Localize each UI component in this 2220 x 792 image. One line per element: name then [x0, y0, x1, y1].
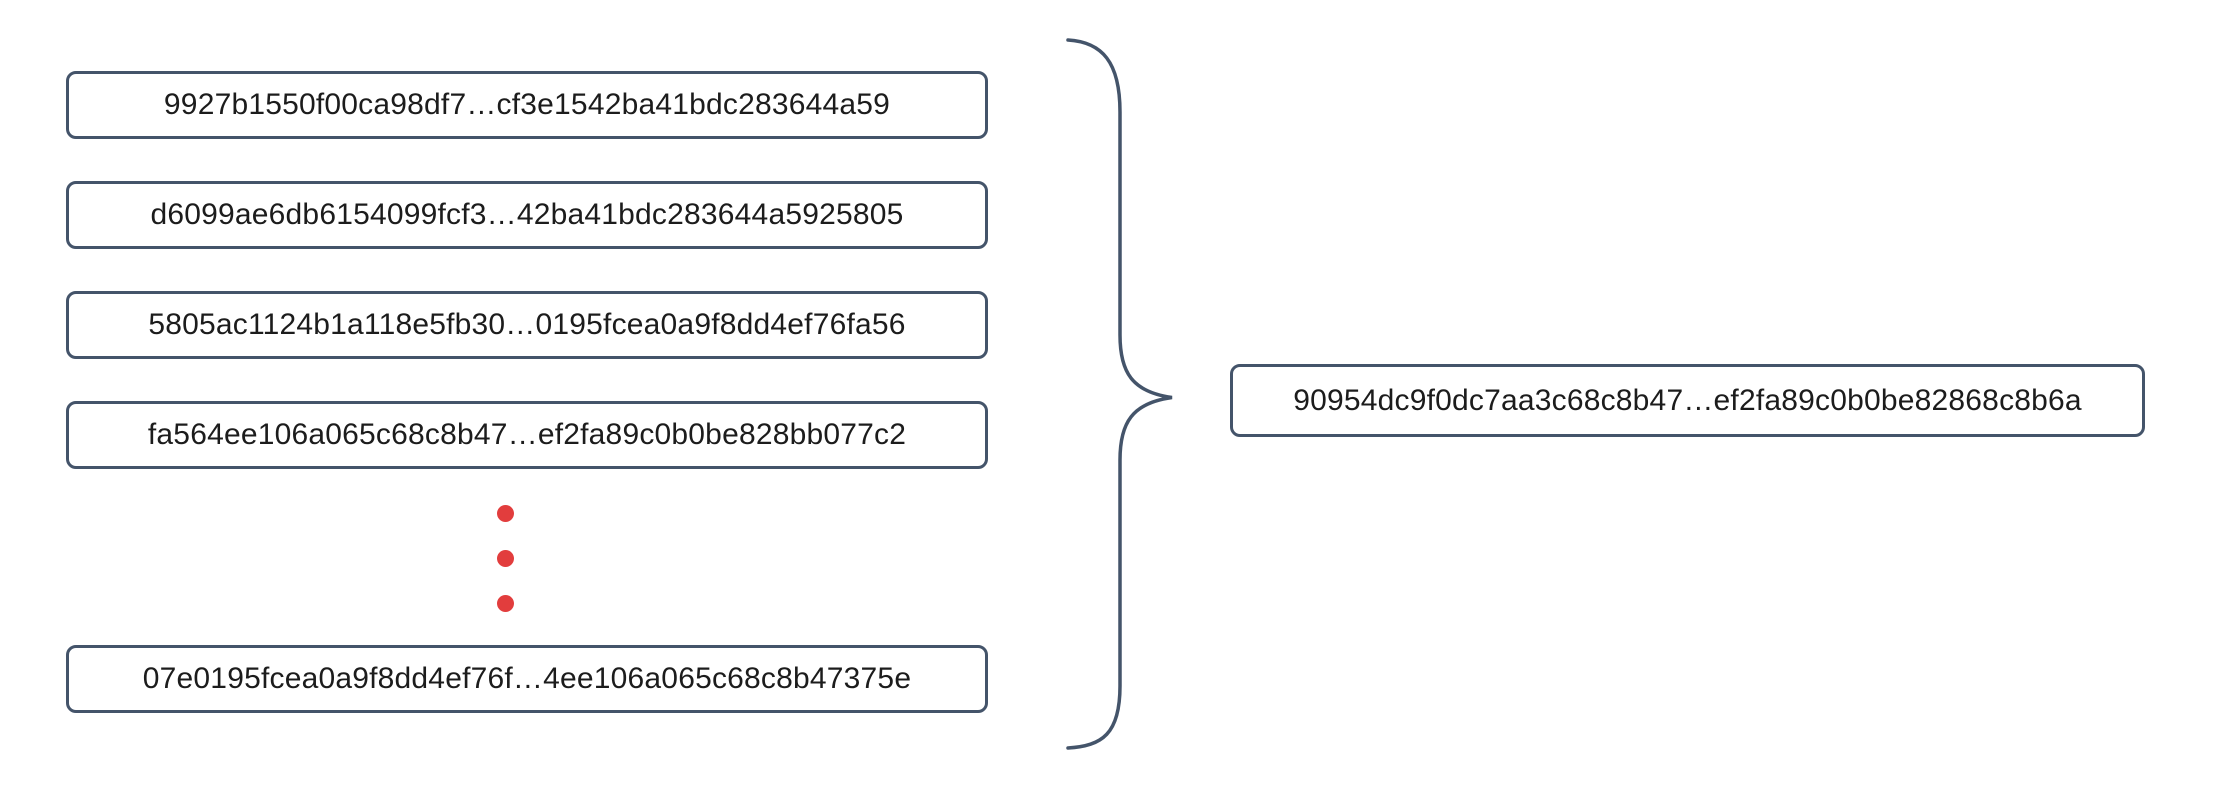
- hash-box-5: 07e0195fcea0a9f8dd4ef76f…4ee106a065c68c8…: [66, 645, 988, 713]
- hash-text-1: 9927b1550f00ca98df7…cf3e1542ba41bdc28364…: [163, 88, 891, 121]
- hash-text-2: d6099ae6db6154099fcf3…42ba41bdc283644a59…: [150, 198, 904, 231]
- hash-text-4: fa564ee106a065c68c8b47…ef2fa89c0b0be828b…: [147, 418, 907, 451]
- hash-box-3: 5805ac1124b1a118e5fb30…0195fcea0a9f8dd4e…: [66, 291, 988, 359]
- hash-box-4: fa564ee106a065c68c8b47…ef2fa89c0b0be828b…: [66, 401, 988, 469]
- hash-box-2: d6099ae6db6154099fcf3…42ba41bdc283644a59…: [66, 181, 988, 249]
- result-hash-box: 90954dc9f0dc7aa3c68c8b47…ef2fa89c0b0be82…: [1230, 364, 2145, 437]
- curly-brace-icon: [1066, 38, 1173, 750]
- hash-text-3: 5805ac1124b1a118e5fb30…0195fcea0a9f8dd4e…: [148, 308, 906, 341]
- hash-box-1: 9927b1550f00ca98df7…cf3e1542ba41bdc28364…: [66, 71, 988, 139]
- ellipsis-dot-icon: [497, 595, 514, 612]
- result-hash-text: 90954dc9f0dc7aa3c68c8b47…ef2fa89c0b0be82…: [1293, 383, 2082, 417]
- ellipsis-dot-icon: [497, 505, 514, 522]
- ellipsis-dot-icon: [497, 550, 514, 567]
- hash-text-5: 07e0195fcea0a9f8dd4ef76f…4ee106a065c68c8…: [142, 662, 912, 695]
